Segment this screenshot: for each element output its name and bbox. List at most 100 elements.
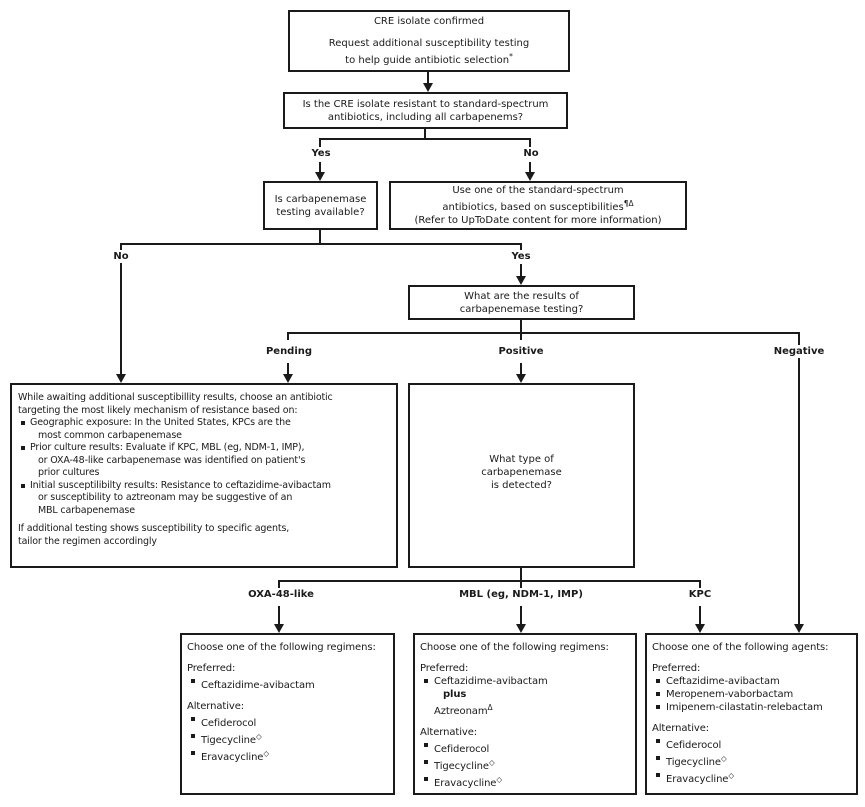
box-resistant-question: Is the CRE isolate resistant to standard… <box>283 92 568 129</box>
branch-label-no: No <box>520 147 542 160</box>
group-label: Preferred: <box>187 663 236 674</box>
box-carbapenemase-type-question: What type of carbapenemase is detected? <box>408 383 635 568</box>
drug-item: Tigecycline◇ <box>652 752 851 769</box>
drug-name: Aztreonam <box>434 706 488 717</box>
connector-line <box>278 580 701 582</box>
box-carbapenemase-testing-available: Is carbapenemase testing available? <box>263 181 378 230</box>
footnote-diamond: ◇ <box>255 732 262 741</box>
connector-line <box>278 580 280 588</box>
footnote-diamond: ◇ <box>728 771 735 780</box>
drug-name: Cefiderocol <box>666 740 722 751</box>
footnote-diamond: ◇ <box>263 749 270 758</box>
box-heading: Choose one of the following regimens: <box>420 642 609 653</box>
bullet-item-continuation: most common carbapenemase <box>38 429 182 441</box>
drug-name: Meropenem-vaborbactam <box>666 689 794 700</box>
bullet-item-continuation: MBL carbapenemase <box>38 504 135 516</box>
box-kpc-agents: Choose one of the following agents: Pref… <box>645 633 858 795</box>
bullet-item: Prior culture results: Evaluate if KPC, … <box>18 442 390 455</box>
drug-item: Ceftazidime-avibactam <box>652 675 851 688</box>
group-label: Alternative: <box>652 723 710 734</box>
box-standard-spectrum-antibiotics: Use one of the standard-spectrum antibio… <box>389 181 687 230</box>
branch-label-kpc: KPC <box>685 588 715 601</box>
drug-item: Eravacycline◇ <box>652 769 851 786</box>
drug-item: AztreonamΔ <box>420 701 630 718</box>
connector-line <box>287 332 289 340</box>
drug-name: Imipenem-cilastatin-relebactam <box>666 702 823 713</box>
drug-item: Ceftazidime-avibactam <box>187 675 388 692</box>
branch-label-yes: Yes <box>508 250 534 263</box>
drug-name: Eravacycline <box>201 752 264 763</box>
branch-label-mbl: MBL (eg, NDM-1, IMP) <box>456 588 586 601</box>
arrow-down-icon <box>794 624 804 633</box>
drug-item: Cefiderocol <box>420 739 630 756</box>
arrow-down-icon <box>516 624 526 633</box>
drug-item: Tigecycline◇ <box>187 730 388 747</box>
drug-name: Cefiderocol <box>434 744 490 755</box>
box-text: to help guide antibiotic selection* <box>345 50 513 67</box>
branch-label-yes: Yes <box>308 147 334 160</box>
branch-label-positive: Positive <box>495 345 547 358</box>
drug-name: Cefiderocol <box>201 718 257 729</box>
drug-item: Imipenem-cilastatin-relebactam <box>652 701 851 714</box>
footnote-diamond: ◇ <box>496 775 503 784</box>
box-mbl-regimens: Choose one of the following regimens: Pr… <box>413 633 637 795</box>
spacer <box>420 718 630 726</box>
spacer <box>187 654 388 662</box>
group-label: Alternative: <box>420 727 478 738</box>
footnote-asterisk: * <box>509 52 513 61</box>
arrow-down-icon <box>423 83 433 92</box>
connector-line <box>120 243 522 245</box>
footnote-diamond: ◇ <box>720 754 727 763</box>
connector-line <box>529 162 531 172</box>
drug-name: Ceftazidime-avibactam <box>666 676 780 687</box>
drug-item: Tigecycline◇ <box>420 756 630 773</box>
bullet-item: Initial susceptilibilty results: Resista… <box>18 480 390 493</box>
box-text: antibiotics, based on susceptibilities¶Δ <box>442 197 633 214</box>
group-label: Preferred: <box>420 663 469 674</box>
box-text: tailor the regimen accordingly <box>18 535 157 547</box>
connector-line <box>520 568 522 580</box>
drug-name: Tigecycline <box>666 757 721 768</box>
drug-item: Eravacycline◇ <box>420 773 630 790</box>
box-heading: Choose one of the following regimens: <box>187 642 376 653</box>
arrow-down-icon <box>525 172 535 181</box>
arrow-down-icon <box>283 374 293 383</box>
spacer <box>187 692 388 700</box>
connector-line <box>520 243 522 251</box>
connector-line <box>529 138 531 147</box>
box-text: antibiotics, including all carbapenems? <box>327 111 524 123</box>
connector-line <box>319 230 321 243</box>
connector-line <box>520 606 522 624</box>
group-label: Alternative: <box>187 701 245 712</box>
branch-label-pending: Pending <box>262 345 316 358</box>
arrow-down-icon <box>315 172 325 181</box>
box-text: Is the CRE isolate resistant to standard… <box>302 98 549 110</box>
connector-line <box>278 606 280 624</box>
connector-line <box>319 162 321 172</box>
connector-line <box>319 138 531 140</box>
arrow-down-icon <box>274 624 284 633</box>
spacer <box>420 654 630 662</box>
drug-name: Ceftazidime-avibactam <box>201 680 315 691</box>
box-text: antibiotics, based on susceptibilities <box>442 202 624 213</box>
arrow-down-icon <box>516 374 526 383</box>
spacer <box>652 654 851 662</box>
drug-name: Ceftazidime-avibactam <box>434 676 548 687</box>
bullet-item-continuation: or susceptibility to aztreonam may be su… <box>38 492 293 503</box>
group-label: Preferred: <box>652 663 701 674</box>
box-heading: Choose one of the following agents: <box>652 642 829 653</box>
box-text: Use one of the standard-spectrum <box>452 185 624 196</box>
connector-line <box>120 243 122 374</box>
box-text: If additional testing shows susceptibili… <box>18 523 290 534</box>
branch-label-oxa-48-like: OXA-48-like <box>245 588 317 601</box>
drug-name: Tigecycline <box>201 735 256 746</box>
connector-line <box>520 580 522 588</box>
box-carbapenemase-results-question: What are the results of carbapenemase te… <box>408 285 635 320</box>
footnote-triangle: Δ <box>487 703 493 712</box>
drug-name: Eravacycline <box>434 778 497 789</box>
box-awaiting-susceptibility: While awaiting additional susceptibillit… <box>10 383 398 568</box>
box-text: Is carbapenemase <box>274 193 367 205</box>
box-text: What type of <box>489 454 554 465</box>
drug-name: Eravacycline <box>666 774 729 785</box>
box-text: testing available? <box>276 206 365 218</box>
